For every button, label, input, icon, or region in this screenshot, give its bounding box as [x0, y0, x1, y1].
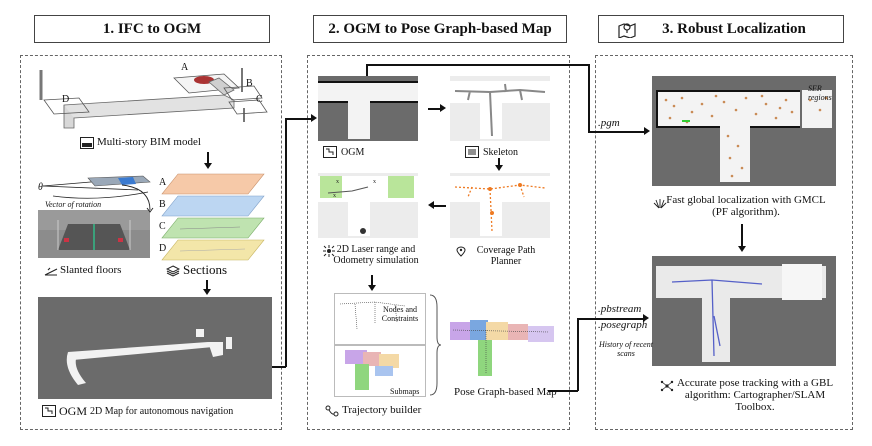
- section-letter-d: D: [159, 243, 167, 254]
- laser-icon: [323, 245, 335, 257]
- connector-ogm-to-pgm: [366, 64, 588, 66]
- bim-icon: [80, 137, 94, 149]
- nodes-label: Nodes and Constraints: [381, 305, 419, 323]
- arrow-skeleton-to-coverage: [498, 158, 500, 166]
- coverage-path-image: [450, 173, 550, 238]
- connector-posegraph-to-pbstream: [548, 390, 578, 392]
- arrow-coverage-to-laser: [434, 205, 446, 207]
- curved-arrow-floor-to-sections: [121, 184, 154, 213]
- map-pin-icon: [618, 23, 636, 38]
- slanted-floors-label: Slanted floors: [60, 264, 122, 276]
- header-robust-localization: 3. Robust Localization: [598, 15, 844, 43]
- skeleton-icon: [465, 146, 479, 158]
- particles: [664, 94, 794, 178]
- ogm-small-icon: [323, 146, 337, 158]
- vector-of-rotation-label: Vector of rotation: [45, 200, 102, 209]
- ser-label: SER regions: [808, 84, 832, 102]
- ogm-icon: [42, 405, 56, 417]
- nodes-constraints-image: [334, 293, 426, 345]
- arrow-bim-to-sections: [207, 152, 209, 163]
- arrow-laser-to-trajectory: [371, 275, 373, 285]
- ogm-tag: OGM: [59, 404, 88, 418]
- coverage-label: Coverage Path Planner: [476, 245, 536, 267]
- laser-label: 2D Laser range and Odometry simulation: [333, 244, 419, 266]
- submaps-image: [334, 345, 426, 397]
- bim-letter-d: D: [62, 94, 70, 105]
- svg-text:x: x: [333, 193, 336, 199]
- graph-network-icon: [660, 380, 674, 392]
- header-3-text: 3. Robust Localization: [662, 21, 806, 37]
- slanted-floor-image: [38, 210, 150, 258]
- header-ifc-to-ogm: 1. IFC to OGM: [34, 15, 270, 43]
- bim-letter-c: C: [256, 94, 263, 105]
- gmcl-map-image: [652, 76, 836, 186]
- trajectory-icon: [325, 405, 339, 417]
- section-letter-a: A: [159, 177, 167, 188]
- pgm-label: .pgm: [598, 117, 620, 129]
- header-ogm-to-pose-graph: 2. OGM to Pose Graph-based Map: [313, 15, 567, 43]
- theta-label: θ: [38, 182, 43, 193]
- connector-ogm-to-ogm: [272, 366, 286, 368]
- ogm-map-image: [38, 297, 272, 399]
- particle-filter-icon: [653, 199, 667, 209]
- submaps-label: Submaps: [390, 387, 420, 396]
- arrow-ogm-to-skeleton: [428, 108, 440, 110]
- slanted-floor-icon: [44, 267, 58, 276]
- tracking-label: Accurate pose tracking with a GBL algori…: [676, 377, 834, 413]
- laser-simulation-image: x x x: [318, 173, 418, 238]
- panel-pose-graph: [307, 55, 570, 430]
- arrow-gmcl-to-tracking: [741, 224, 743, 246]
- tracking-map-image: [652, 256, 836, 366]
- pose-graph-map-image: [448, 318, 560, 378]
- bim-letter-b: B: [246, 78, 253, 89]
- layers-icon: [166, 265, 180, 277]
- gmcl-label: Fast global localization with GMCL (PF a…: [666, 194, 826, 218]
- history-label: History of recent scans: [599, 340, 653, 358]
- ogm-small-label: OGM: [341, 147, 365, 158]
- skeleton-label: Skeleton: [483, 147, 518, 158]
- sections-label: Sections: [183, 262, 228, 277]
- path-planner-icon: [456, 246, 466, 257]
- section-letter-c: C: [159, 221, 166, 232]
- slanted-ramp-image: [42, 175, 151, 199]
- bim-label: Multi-story BIM model: [97, 136, 201, 148]
- trajectory-label: Trajectory builder: [342, 404, 422, 416]
- arrow-sections-to-ogm: [206, 280, 208, 289]
- sections-stack: [161, 173, 265, 261]
- ogm-caption: 2D Map for autonomous navigation: [90, 406, 234, 417]
- posegraph-ext-label: .posegraph: [598, 319, 648, 331]
- bim-model-illustration: [39, 68, 268, 129]
- ogm-small-map: [318, 76, 418, 141]
- panel-localization: [595, 55, 853, 430]
- pose-graph-label: Pose Graph-based Map: [454, 386, 557, 398]
- panel-ifc-to-ogm: [20, 55, 282, 430]
- svg-text:x: x: [336, 179, 339, 185]
- section-letter-b: B: [159, 199, 166, 210]
- bim-letter-a: A: [181, 62, 189, 73]
- brace: [429, 294, 442, 396]
- pbstream-label: .pbstream: [598, 303, 642, 315]
- svg-text:x: x: [373, 179, 376, 185]
- skeleton-image: [450, 76, 550, 141]
